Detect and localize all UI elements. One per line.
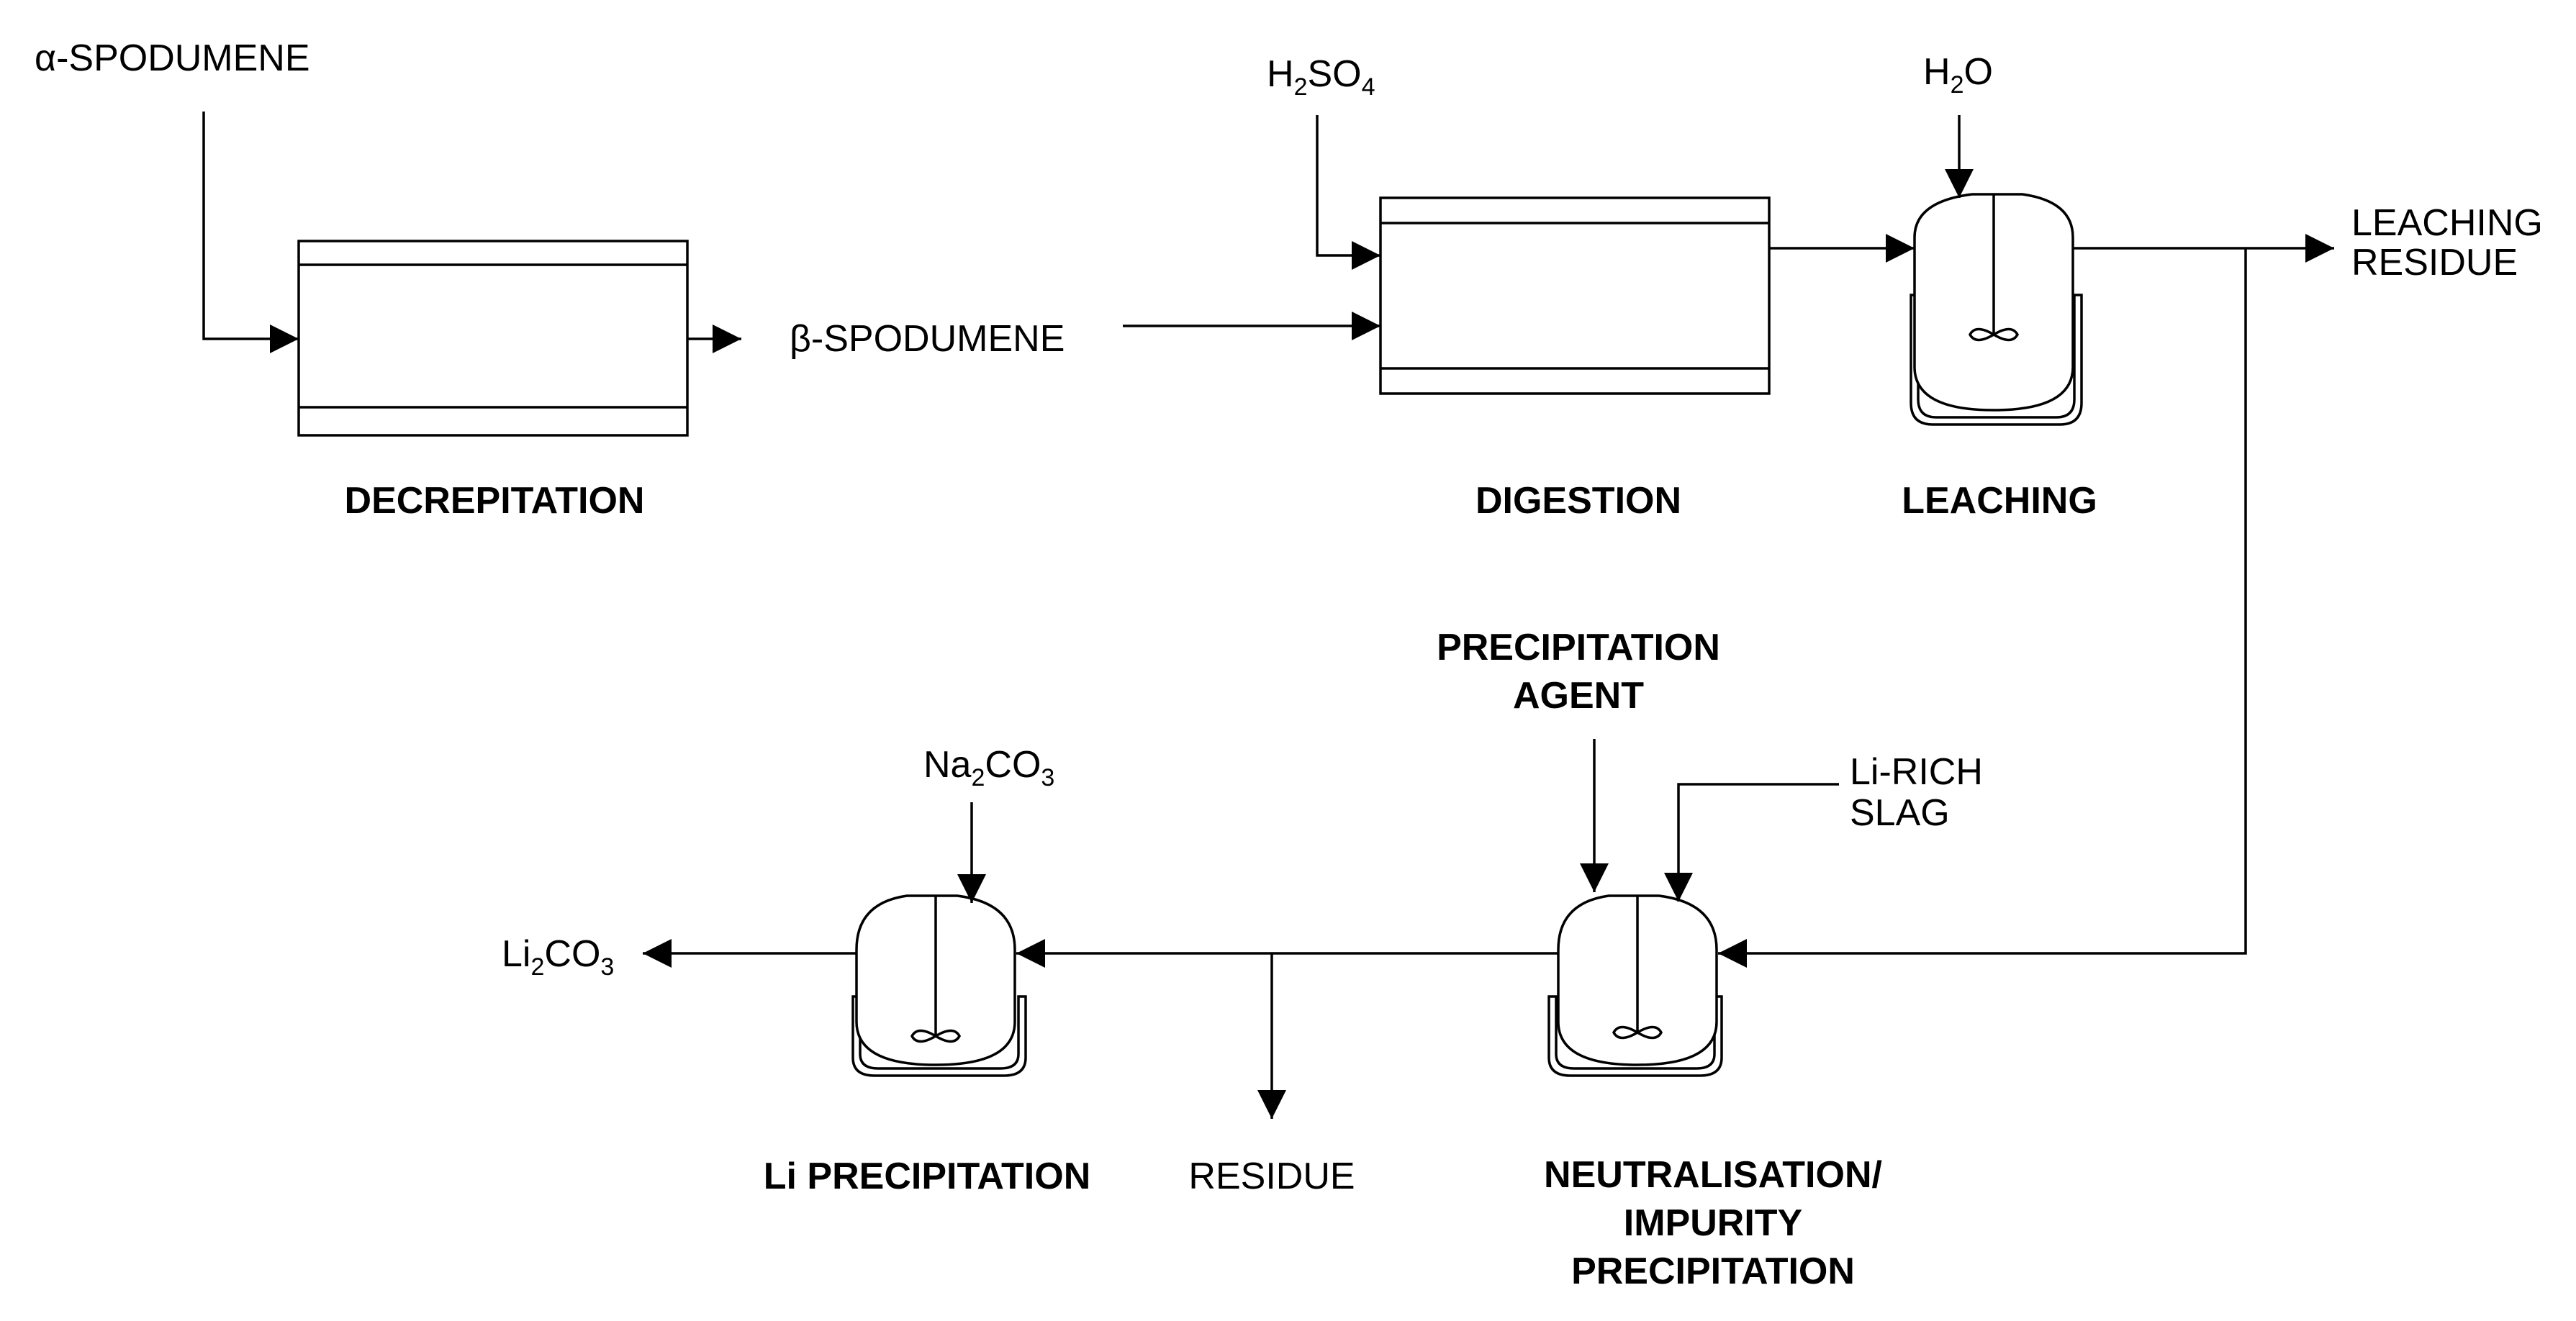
digestion-label: DIGESTION bbox=[1475, 480, 1681, 522]
li2co3-label: Li2CO3 bbox=[502, 933, 614, 981]
beta-spodumene-label: β-SPODUMENE bbox=[790, 318, 1065, 360]
alpha-spodumene-label: α-SPODUMENE bbox=[35, 37, 310, 79]
neutralisation-reactor bbox=[1547, 894, 1723, 1077]
h2so4-arrow bbox=[1316, 115, 1380, 270]
li-precipitation-reactor bbox=[851, 894, 1027, 1077]
li-rich-slag-arrow bbox=[1664, 783, 1839, 902]
leaching-label: LEACHING bbox=[1902, 480, 2097, 522]
h2so4-label: H2SO4 bbox=[1267, 53, 1375, 101]
leach-liquor-return-arrow bbox=[1718, 248, 2247, 968]
residue-label: RESIDUE bbox=[1188, 1156, 1355, 1197]
li-precipitation-label: Li PRECIPITATION bbox=[764, 1156, 1091, 1197]
decrepitation-kiln bbox=[297, 240, 689, 437]
alpha-spodumene-arrow bbox=[202, 112, 299, 353]
leaching-reactor bbox=[1910, 193, 2083, 426]
h2o-label: H2O bbox=[1923, 51, 1993, 99]
na2co3-label: Na2CO3 bbox=[923, 744, 1054, 791]
decrepitation-label: DECREPITATION bbox=[345, 480, 645, 522]
digestion-kiln bbox=[1379, 196, 1771, 395]
